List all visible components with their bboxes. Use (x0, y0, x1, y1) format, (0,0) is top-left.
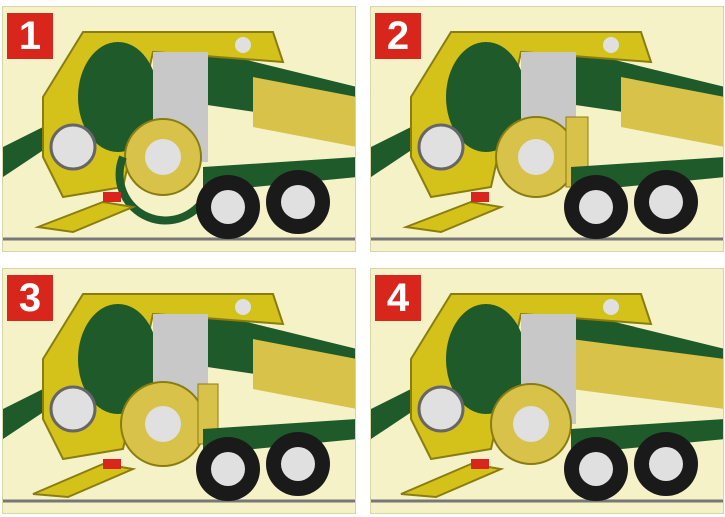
step-panel-4: 4 (370, 268, 724, 514)
baler-illustration (371, 269, 724, 514)
baler-illustration (371, 7, 724, 252)
step-number-badge: 2 (375, 13, 421, 59)
step-panel-1: 1 (2, 6, 356, 252)
step-number-badge: 1 (7, 13, 53, 59)
baler-illustration (3, 269, 356, 514)
baler-illustration (3, 7, 356, 252)
step-panel-3: 3 (2, 268, 356, 514)
step-number-badge: 4 (375, 275, 421, 321)
step-panel-2: 2 (370, 6, 724, 252)
step-number-badge: 3 (7, 275, 53, 321)
